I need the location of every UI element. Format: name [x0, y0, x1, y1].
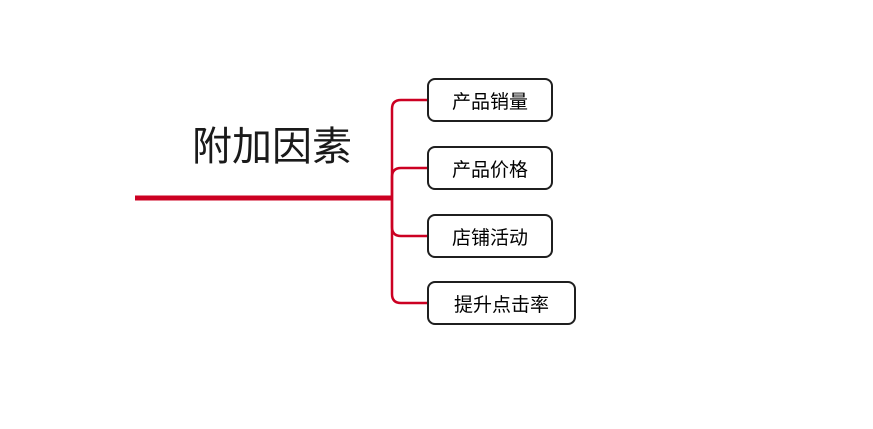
node-label: 产品价格: [451, 159, 528, 181]
node-label: 产品销量: [451, 91, 528, 113]
mindmap-node-product-sales[interactable]: 产品销量: [427, 78, 553, 122]
mindmap-root-topic[interactable]: 附加因素: [192, 124, 352, 169]
connector-node-3: [390, 198, 427, 238]
mindmap-node-store-activity[interactable]: 店铺活动: [427, 214, 553, 258]
connector-node-2: [390, 166, 427, 198]
connector-node-4: [390, 198, 427, 305]
connector-node-1: [390, 98, 427, 198]
mindmap-node-improve-ctr[interactable]: 提升点击率: [427, 281, 576, 325]
node-label: 提升点击率: [453, 294, 549, 316]
mindmap-node-product-price[interactable]: 产品价格: [427, 146, 553, 190]
node-label: 店铺活动: [451, 227, 528, 249]
